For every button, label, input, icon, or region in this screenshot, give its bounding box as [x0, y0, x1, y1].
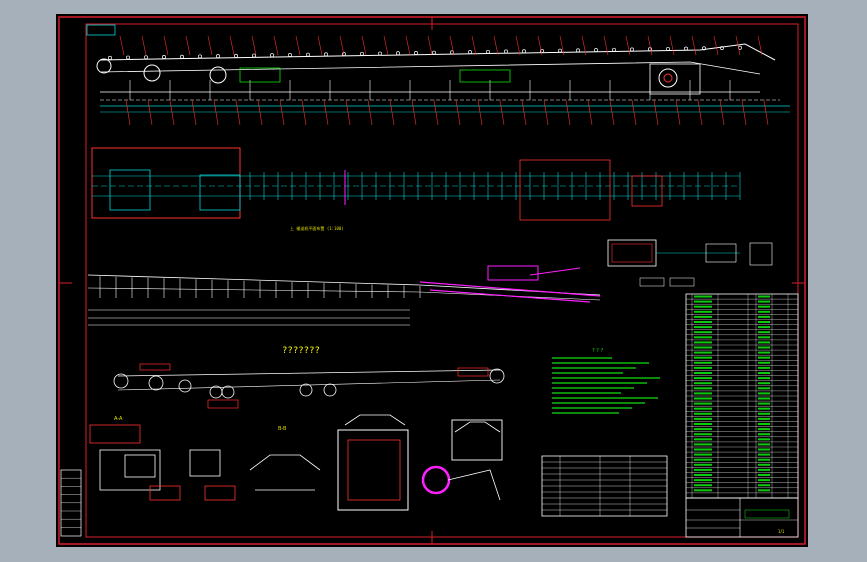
- head-pulley-inner: [663, 73, 673, 83]
- elevation-support-legs: [129, 80, 731, 100]
- plan-idler-stations: [249, 172, 741, 200]
- elevation-idlers: [108, 45, 742, 60]
- elevation-view: [96, 35, 790, 126]
- drive-unit: [239, 67, 281, 83]
- elevation-belt-upper: [99, 43, 776, 61]
- detail-drawings: A-A B-B: [89, 414, 503, 511]
- bill-of-materials: [685, 293, 799, 499]
- plan-caption: 上 输送机平面布置 (1:100): [290, 225, 344, 231]
- center-marks: [59, 17, 805, 544]
- parameter-table: [541, 455, 668, 517]
- elevation-callout-leaders: [119, 35, 769, 126]
- drive-pulley-1: [143, 64, 161, 82]
- plan-view: 上 输送机平面布置 (1:100): [91, 147, 773, 287]
- drive-pulley-2: [209, 66, 227, 84]
- technical-notes: ? ? ?: [552, 348, 660, 414]
- drawing-number-tag: [86, 24, 116, 36]
- section-label-b: B-B: [278, 426, 287, 432]
- head-frame: [649, 63, 701, 95]
- drawing-background: [56, 14, 808, 547]
- inner-frame: [85, 23, 799, 538]
- profile-title: ???????: [282, 346, 320, 356]
- sheet-number: 1/1: [778, 529, 785, 534]
- title-block: 1/1: [685, 497, 799, 538]
- notes-title: ? ? ?: [592, 348, 603, 354]
- profile-view: [87, 265, 601, 326]
- section-label-a: A-A: [114, 416, 123, 422]
- head-pulley: [658, 68, 678, 88]
- elevation-belt-lower: [99, 61, 761, 75]
- tail-pulley: [96, 58, 112, 74]
- take-up-unit: [459, 69, 511, 83]
- drive-diagram: ???????: [113, 346, 505, 409]
- revision-column: [60, 469, 82, 537]
